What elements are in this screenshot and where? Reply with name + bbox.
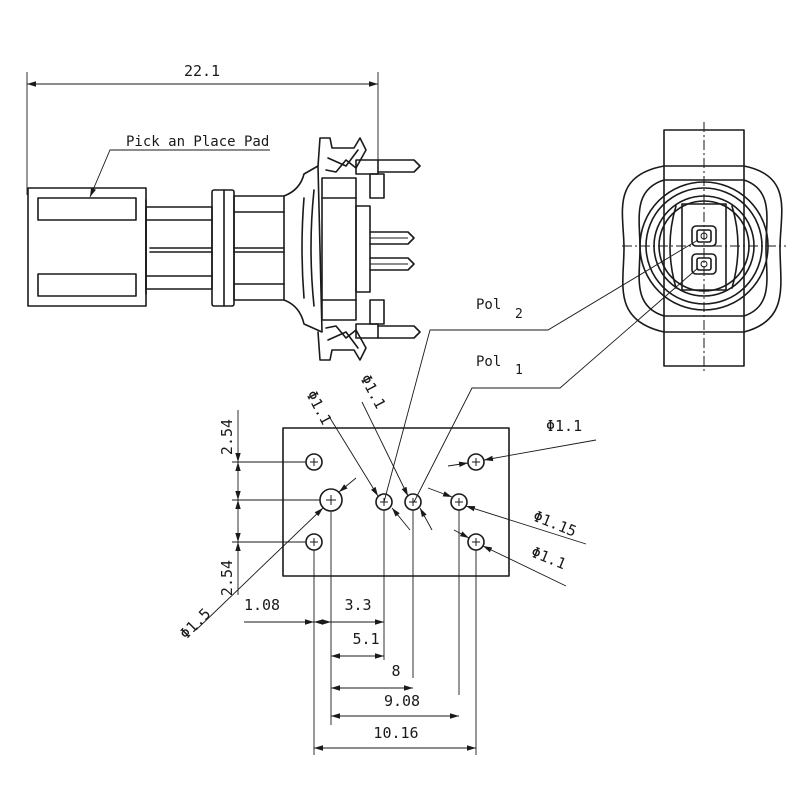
- hole-bottom-left: [305, 533, 323, 551]
- plug-body: [27, 187, 147, 307]
- dim-8-label: 8: [391, 662, 400, 680]
- pole-2-number: 2: [515, 307, 523, 322]
- phi-bottom-right-label: Φ1.1: [529, 543, 569, 573]
- hole-right-middle: [450, 493, 468, 511]
- phi-large-left-leader: [195, 507, 324, 631]
- hole-top-left: [305, 453, 323, 471]
- pol-2-text: Pol: [476, 297, 501, 313]
- phi-top-right-label: Φ1.1: [546, 417, 582, 435]
- pitch-top-label: 2.54: [218, 419, 236, 455]
- front-view: [621, 122, 786, 372]
- hole-large-left: [319, 488, 343, 512]
- top-clip: [317, 137, 367, 173]
- pin-upper: [369, 231, 415, 245]
- pcb-housing: [321, 177, 357, 321]
- footprint-outline: [282, 427, 510, 577]
- pole-1-contact: [691, 253, 717, 275]
- phi-left-pole-leader: [329, 417, 379, 497]
- hole-pole-1: [404, 493, 422, 511]
- pick-place-pad-label: Pick an Place Pad: [126, 134, 269, 150]
- pole-1-number: 1: [515, 363, 523, 378]
- phi-top-right-leader: [483, 439, 597, 462]
- dim-3-3-label: 3.3: [344, 596, 371, 614]
- front-housing: [621, 165, 783, 333]
- pole-1-leader: [413, 267, 699, 503]
- dim-10-16-label: 10.16: [373, 724, 418, 742]
- phi-left-pole-label: Φ1.1: [302, 387, 335, 427]
- phi-right-pole-leader: [361, 401, 409, 497]
- phi-right-pole-label: Φ1.1: [356, 371, 389, 411]
- pitch-bottom-label: 2.54: [218, 560, 236, 596]
- pole-2-contact: [691, 225, 717, 247]
- phi-right-middle-label: Φ1.15: [531, 507, 580, 541]
- hole-pole-2: [375, 493, 393, 511]
- top-leg: [355, 159, 379, 175]
- dim-9-08-label: 9.08: [384, 692, 420, 710]
- bottom-leg: [355, 323, 379, 339]
- dim-5-1-label: 5.1: [352, 630, 379, 648]
- flange: [211, 189, 235, 307]
- pin-lower: [369, 257, 415, 271]
- phi-right-middle-leader: [465, 505, 587, 545]
- pole-2-leader: [383, 239, 699, 503]
- side-view: 22.1 Pick an Place Pad: [26, 62, 421, 361]
- hole-top-right: [467, 453, 485, 471]
- dim-1-08-label: 1.08: [244, 596, 280, 614]
- bottom-clip: [317, 325, 367, 361]
- pol-1-text: Pol: [476, 354, 501, 370]
- gasket: [283, 165, 323, 333]
- hole-bottom-right: [467, 533, 485, 551]
- pcb-footprint: 2.54 2.54 1.08 3.3 5.1 8 9.08 10.16 Φ1.1…: [176, 371, 597, 755]
- phi-bottom-right-leader: [482, 545, 567, 587]
- overall-length-label: 22.1: [184, 62, 220, 80]
- phi-large-left-label: Φ1.5: [176, 605, 214, 643]
